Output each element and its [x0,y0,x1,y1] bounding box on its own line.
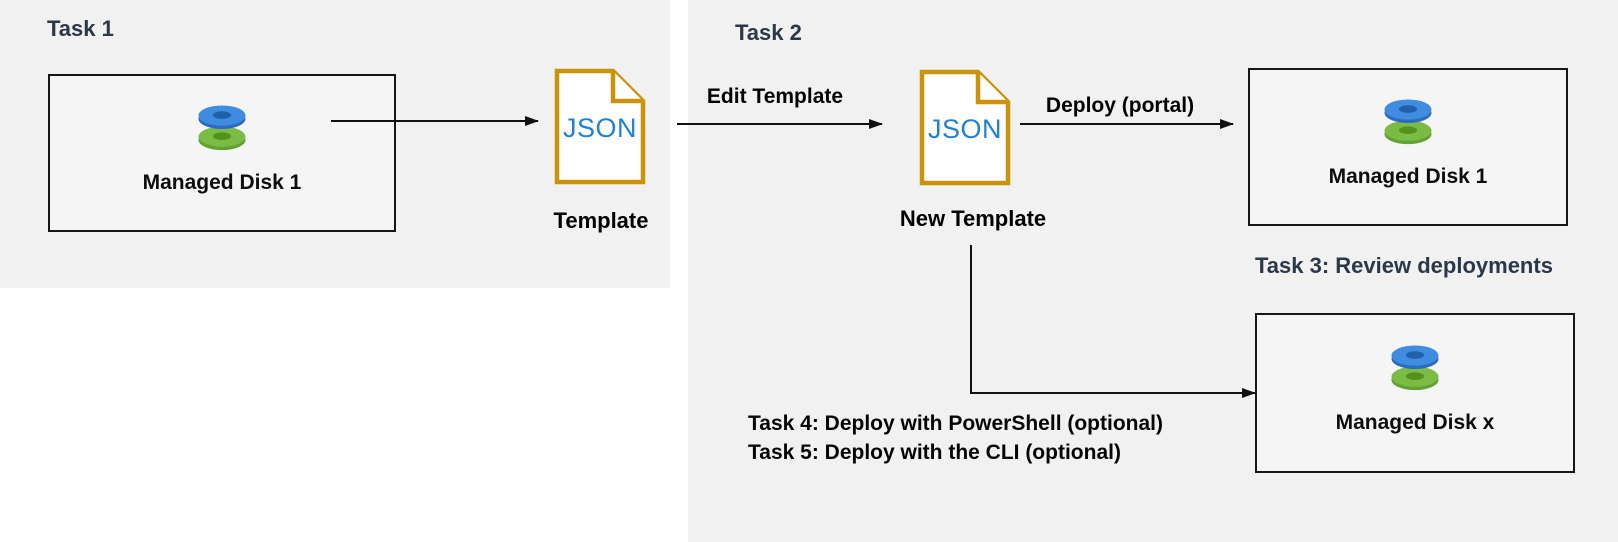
deploy-portal-label: Deploy (portal) [1045,94,1195,117]
new-template-label: New Template [899,206,1047,231]
managed-disk-1-deployed-label: Managed Disk 1 [1328,165,1488,188]
managed-disk-1-label: Managed Disk 1 [142,171,302,194]
json-file-text: JSON [927,114,1002,144]
task3-review-deployments-label: Task 3: Review deployments [1255,253,1553,278]
managed-disk-icon [1382,99,1434,152]
task5-label: Task 5: Deploy with the CLI (optional) [748,441,1121,464]
edit-template-label: Edit Template [706,85,844,108]
task45-notes: Task 4: Deploy with PowerShell (optional… [748,409,1163,467]
managed-disk-icon [1389,345,1441,398]
managed-disk-icon [196,105,248,158]
task4-label: Task 4: Deploy with PowerShell (optional… [748,412,1163,435]
json-file-text: JSON [562,113,637,143]
managed-disk-x-box: Managed Disk x [1255,313,1575,473]
task1-heading: Task 1 [47,16,114,41]
managed-disk-1-source-box: Managed Disk 1 [48,74,396,232]
managed-disk-1-deployed-box: Managed Disk 1 [1248,68,1568,226]
template-label: Template [553,208,649,233]
json-new-template-icon: JSON [918,68,1012,187]
task2-heading: Task 2 [735,20,802,45]
managed-disk-x-label: Managed Disk x [1335,411,1495,434]
json-template-icon: JSON [553,67,647,186]
